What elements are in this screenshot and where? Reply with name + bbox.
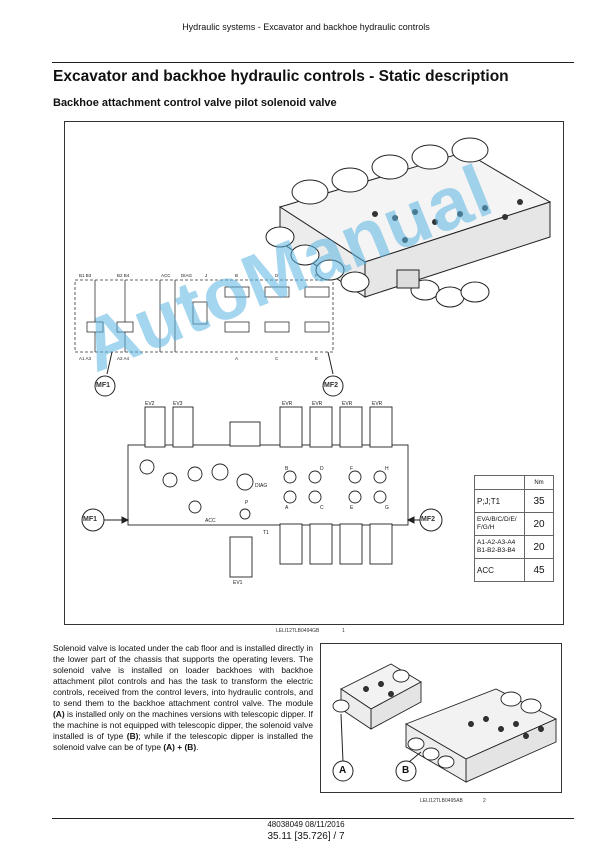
torque-item: A1-A2-A3-A4 B1-B2-B3-B4	[474, 535, 525, 559]
mf1-upper-callout	[94, 351, 116, 397]
svg-text:H: H	[385, 466, 389, 472]
callout-b-label: B	[402, 765, 410, 776]
torque-value: 45	[524, 558, 554, 582]
svg-text:B1 B3: B1 B3	[79, 273, 92, 278]
torque-value: 35	[524, 489, 554, 513]
svg-text:EVR: EVR	[372, 401, 383, 407]
svg-text:EVR: EVR	[312, 401, 323, 407]
figure-2-caption-code: LELI12TLB0495AB	[420, 798, 463, 804]
svg-text:E: E	[315, 356, 318, 361]
mf2-upper-label: MF2	[324, 382, 338, 389]
page-title: Excavator and backhoe hydraulic controls…	[53, 68, 509, 85]
top-rule	[52, 62, 574, 63]
body-ref-a: (A)	[53, 709, 65, 719]
torque-header-row: Nm	[474, 475, 554, 490]
mf1-lower-label: MF1	[83, 516, 97, 523]
svg-text:EVR: EVR	[282, 401, 293, 407]
svg-text:EV2: EV2	[145, 401, 155, 407]
torque-value: 20	[524, 512, 554, 536]
torque-unit: Nm	[524, 475, 554, 490]
svg-text:ACC: ACC	[205, 518, 216, 524]
svg-text:EV3: EV3	[173, 401, 183, 407]
svg-text:J: J	[205, 273, 207, 278]
svg-text:B: B	[285, 466, 289, 472]
mf1-lower-callout	[81, 508, 130, 532]
svg-text:B: B	[235, 273, 238, 278]
body-paragraph: Solenoid valve is located under the cab …	[53, 643, 313, 753]
torque-item: ACC	[474, 558, 525, 582]
svg-text:C: C	[320, 505, 324, 511]
torque-header-blank	[474, 475, 525, 490]
torque-row: ACC 45	[474, 558, 554, 582]
svg-text:P: P	[245, 500, 249, 506]
valve-drawing-1: B1 B3 B2 B4 ACC DIAG J B D F A1 A3 A2 A4 A C E	[74, 137, 552, 586]
figure-1: B1 B3 B2 B4 ACC DIAG J B D F A1 A3 A2 A4 A C E	[64, 121, 564, 625]
mf2-lower-label: MF2	[421, 516, 435, 523]
svg-text:F: F	[350, 466, 353, 472]
svg-text:B2 B4: B2 B4	[117, 273, 130, 278]
svg-text:A1 A3: A1 A3	[79, 356, 92, 361]
bottom-rule	[52, 818, 574, 819]
page-number: 35.11 [35.726] / 7	[267, 831, 345, 842]
figure-1-caption-num: 1	[342, 628, 345, 634]
valve-top-view	[127, 406, 409, 578]
svg-text:ACC: ACC	[161, 273, 171, 278]
figure-2-caption-num: 2	[483, 798, 486, 804]
svg-text:A: A	[235, 356, 238, 361]
body-text-2: is installed only on the machines versio…	[53, 709, 313, 741]
valve-iso-drawing	[265, 137, 552, 308]
svg-text:G: G	[385, 505, 389, 511]
block-labels: EV2 EV3 EVR EVR EVR EVR DIAG ACC EV1 B D F H A C…	[145, 401, 389, 586]
section-subtitle: Backhoe attachment control valve pilot s…	[53, 97, 337, 109]
body-text-3: ; while if the telescopic dipper is inst…	[53, 731, 313, 752]
svg-text:DIAG: DIAG	[181, 273, 193, 278]
svg-text:A: A	[285, 505, 289, 511]
module-a-drawing	[332, 663, 422, 730]
callout-circles	[332, 713, 422, 782]
mf2-lower-callout	[406, 508, 443, 532]
mf1-upper-label: MF1	[96, 382, 110, 389]
svg-text:A2 A4: A2 A4	[117, 356, 130, 361]
svg-text:E: E	[350, 505, 354, 511]
figure-1-caption-code: LELI12TLB0494GB	[276, 628, 320, 634]
body-ref-ab: (A) + (B)	[163, 742, 197, 752]
svg-text:D: D	[320, 466, 324, 472]
hydraulic-schematic	[74, 279, 334, 353]
document-reference: 48038049 08/11/2016	[267, 820, 345, 829]
svg-text:D: D	[275, 273, 279, 278]
svg-text:C: C	[275, 356, 279, 361]
callout-a-label: A	[339, 765, 347, 776]
figure-2: A B	[320, 643, 562, 793]
mf2-upper-callout	[322, 351, 344, 397]
torque-row: P;J;T1 35	[474, 489, 554, 513]
running-head: Hydraulic systems - Excavator and backho…	[182, 22, 430, 32]
module-b-drawing	[404, 688, 558, 783]
torque-row: EVA/B/C/D/E/ F/G/H 20	[474, 512, 554, 536]
torque-row: A1-A2-A3-A4 B1-B2-B3-B4 20	[474, 535, 554, 559]
torque-value: 20	[524, 535, 554, 559]
torque-item: P;J;T1	[474, 489, 525, 513]
valve-drawing-2	[332, 663, 558, 783]
svg-text:T1: T1	[263, 530, 269, 536]
torque-item: EVA/B/C/D/E/ F/G/H	[474, 512, 525, 536]
svg-text:EV1: EV1	[233, 580, 243, 586]
svg-text:DIAG: DIAG	[255, 483, 267, 489]
body-text-4: .	[196, 742, 199, 752]
torque-table: Nm P;J;T1 35 EVA/B/C/D/E/ F/G/H 20 A1-A2…	[474, 475, 554, 582]
body-text-1: Solenoid valve is located under the cab …	[53, 643, 313, 708]
svg-text:EVR: EVR	[342, 401, 353, 407]
schematic-labels: B1 B3 B2 B4 ACC DIAG J B D F A1 A3 A2 A4 A C E	[79, 273, 318, 361]
body-ref-b: (B)	[126, 731, 139, 741]
svg-text:F: F	[315, 273, 318, 278]
